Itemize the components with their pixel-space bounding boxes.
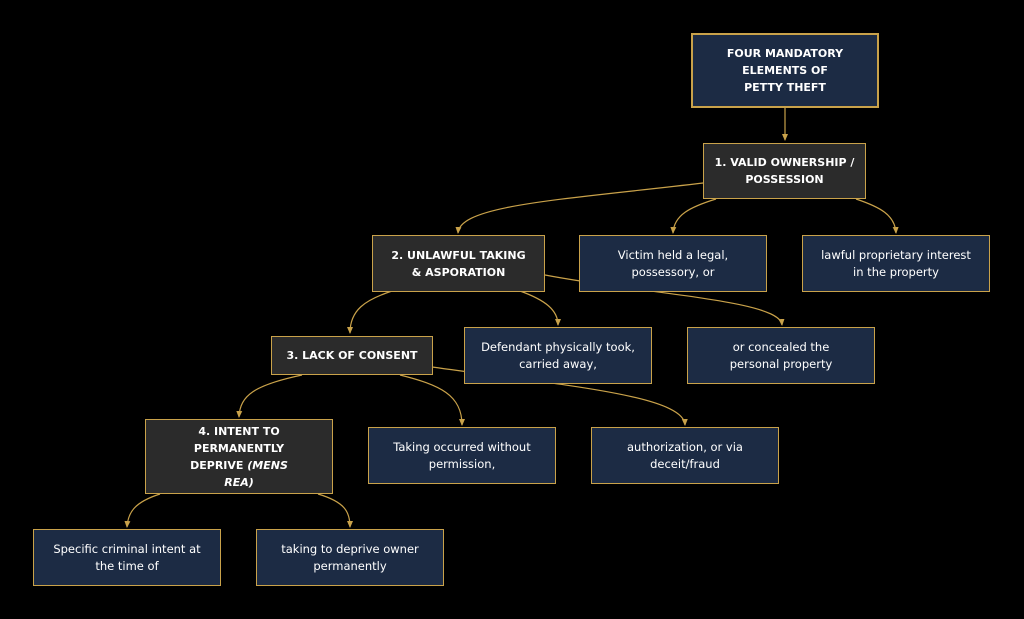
detail-3a-node: Taking occurred without permission, — [368, 427, 556, 484]
edge-element-3-to-element-4 — [236, 374, 303, 418]
element-4-label-main: 4. INTENT TO PERMANENTLY DEPRIVE — [190, 424, 285, 472]
edge-element-1-to-element-2 — [455, 182, 704, 234]
detail-2a-label: Defendant physically took, carried away, — [481, 339, 635, 371]
detail-2b-node: or concealed the personal property — [687, 327, 875, 384]
element-1-node: 1. VALID OWNERSHIP / POSSESSION — [703, 143, 866, 199]
detail-1b-node: lawful proprietary interest in the prope… — [802, 235, 990, 292]
detail-1b-label: lawful proprietary interest in the prope… — [821, 247, 971, 279]
element-1-label: 1. VALID OWNERSHIP / POSSESSION — [714, 156, 855, 186]
detail-2b-label: or concealed the personal property — [729, 339, 833, 371]
root-node: FOUR MANDATORY ELEMENTS OF PETTY THEFT — [691, 33, 879, 108]
element-2-node: 2. UNLAWFUL TAKING & ASPORATION — [372, 235, 545, 292]
edge-element-2-to-element-3 — [347, 290, 393, 334]
detail-2a-node: Defendant physically took, carried away, — [464, 327, 652, 384]
detail-3b-node: authorization, or via deceit/fraud — [591, 427, 779, 484]
element-3-label: 3. LACK OF CONSENT — [286, 349, 418, 362]
detail-3a-label: Taking occurred without permission, — [393, 439, 531, 471]
element-4-node: 4. INTENT TO PERMANENTLY DEPRIVE (MENS R… — [145, 419, 333, 494]
detail-1a-label: Victim held a legal, possessory, or — [617, 247, 729, 279]
edge-element-4-to-detail-4b — [317, 493, 353, 528]
edge-element-1-to-detail-1a — [670, 198, 717, 234]
element-4-label: 4. INTENT TO PERMANENTLY DEPRIVE (MENS R… — [176, 423, 302, 491]
element-4-label-italic: (MENS REA) — [224, 458, 288, 489]
root-label: FOUR MANDATORY ELEMENTS OF PETTY THEFT — [726, 47, 844, 94]
detail-4a-node: Specific criminal intent at the time of — [33, 529, 221, 586]
detail-1a-node: Victim held a legal, possessory, or — [579, 235, 767, 292]
edge-element-3-to-detail-3a — [399, 374, 465, 426]
edge-element-2-to-detail-2a — [519, 290, 561, 326]
edge-element-1-to-detail-1b — [855, 198, 899, 234]
edge-element-4-to-detail-4a — [124, 493, 161, 528]
element-3-node: 3. LACK OF CONSENT — [271, 336, 433, 375]
detail-3b-label: authorization, or via deceit/fraud — [627, 439, 743, 471]
detail-4b-node: taking to deprive owner permanently — [256, 529, 444, 586]
detail-4a-label: Specific criminal intent at the time of — [53, 541, 201, 573]
element-2-label: 2. UNLAWFUL TAKING & ASPORATION — [391, 248, 526, 279]
detail-4b-label: taking to deprive owner permanently — [281, 541, 419, 573]
